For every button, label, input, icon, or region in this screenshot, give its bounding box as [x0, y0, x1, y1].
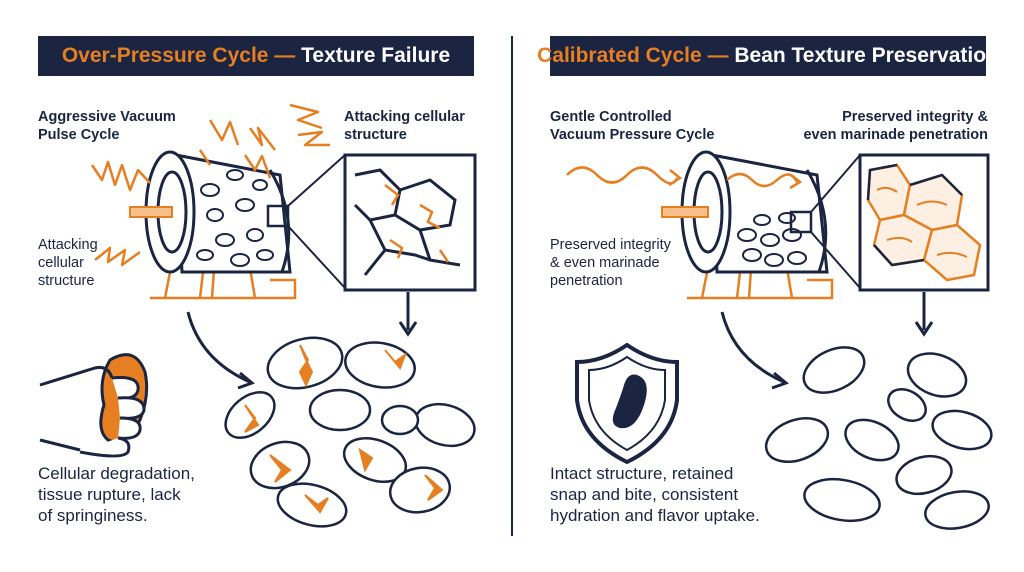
shield-bean-icon	[575, 342, 679, 465]
intact-beans	[764, 346, 993, 530]
broken-beans	[224, 336, 476, 528]
left-banner-highlight: Over-Pressure Cycle —	[61, 44, 296, 67]
center-divider	[511, 36, 513, 536]
calibrated-panel: Calibrated Cycle — Bean Texture Preserva…	[512, 0, 1024, 572]
right-banner-highlight: Calibrated Cycle —	[537, 44, 729, 67]
zoom-marker	[789, 210, 813, 234]
right-illustration	[566, 150, 993, 530]
bean-cracks	[244, 344, 444, 514]
flow-arrow	[720, 292, 934, 390]
lightning-icon	[90, 103, 330, 267]
magnifier-callout-icon	[858, 153, 990, 292]
wavy-arrow-icon	[566, 166, 803, 190]
zoom-marker	[266, 204, 290, 228]
beans-in-drum	[196, 169, 274, 267]
magnifier-callout-icon	[343, 153, 477, 292]
over-pressure-panel: Over-Pressure Cycle — Texture Failure	[38, 36, 477, 528]
tumbler-shaft	[129, 206, 173, 218]
right-banner: Calibrated Cycle — Bean Texture Preserva…	[537, 36, 999, 76]
hand-squeezing-bean-icon	[39, 353, 149, 458]
left-illustration	[39, 103, 477, 528]
right-banner-title: Bean Texture Preservation	[734, 44, 999, 67]
tumbler-shaft	[661, 206, 709, 218]
left-caption: Cellular degradation,tissue rupture, lac…	[38, 464, 195, 525]
flow-arrow	[186, 292, 418, 390]
left-banner-title: Texture Failure	[301, 44, 451, 67]
beans-in-drum	[737, 212, 807, 267]
label-preserved-integrity-top: Preserved integrity &even marinade penet…	[803, 109, 988, 143]
left-banner: Over-Pressure Cycle — Texture Failure	[38, 36, 474, 76]
